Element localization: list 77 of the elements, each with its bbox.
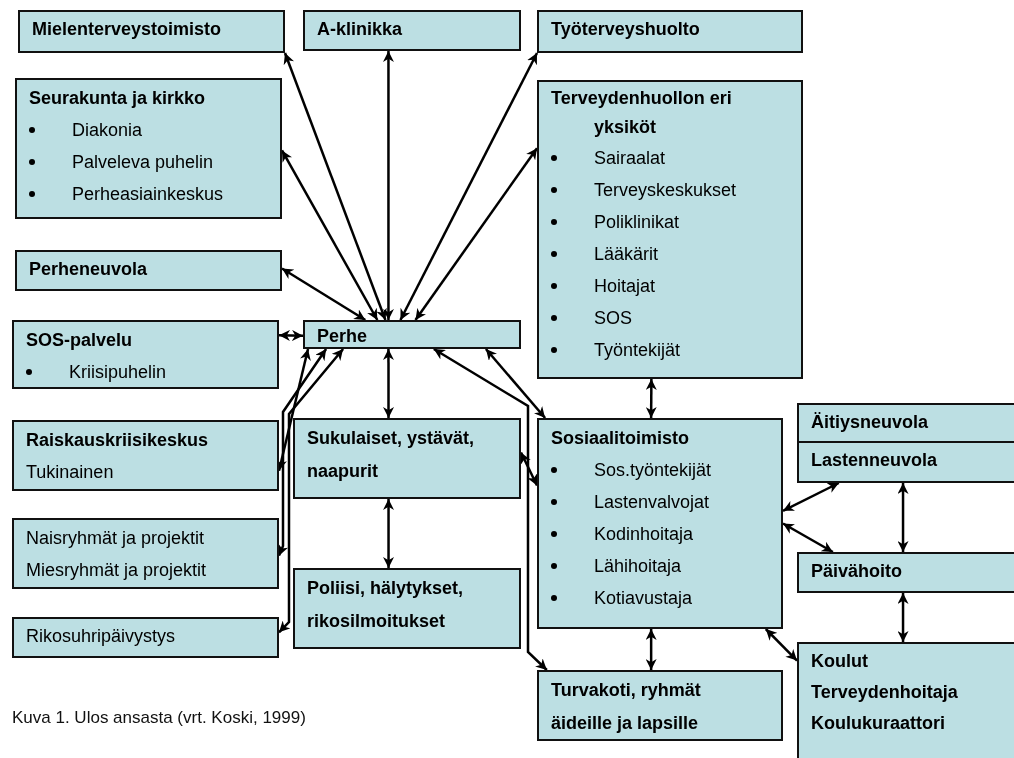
- list-item: Sos.työntekijät: [594, 459, 712, 482]
- list-item: Lääkärit: [594, 243, 659, 266]
- arrow: [278, 329, 304, 341]
- list-item: Poliklinikat: [594, 211, 680, 234]
- arrow: [484, 348, 547, 419]
- caption: Kuva 1. Ulos ansasta (vrt. Koski, 1999): [12, 708, 306, 728]
- box: [12, 617, 279, 658]
- box-title: Rikosuhripäivystys: [26, 625, 176, 648]
- arrow: [281, 267, 366, 322]
- box: [15, 250, 282, 291]
- box: [18, 10, 285, 53]
- box: [303, 10, 521, 51]
- list-item: Sairaalat: [594, 147, 666, 170]
- list-item: SOS: [594, 307, 632, 330]
- box: [797, 552, 1014, 593]
- list-item: Kodinhoitaja: [594, 523, 694, 546]
- list-item: Lastenvalvojat: [594, 491, 710, 514]
- arrow: [645, 379, 657, 418]
- list-item: Kriisipuhelin: [69, 361, 167, 384]
- box: [797, 642, 1014, 758]
- list-item: Diakonia: [72, 119, 143, 142]
- arrow: [414, 147, 539, 321]
- box-text: Tukinainen: [26, 461, 114, 484]
- box: [12, 518, 279, 589]
- box-title: Mielenterveystoimisto: [32, 18, 222, 41]
- arrow: [782, 522, 834, 554]
- arrow: [645, 629, 657, 670]
- list-item: Hoitajat: [594, 275, 656, 298]
- box-title: A-klinikka: [317, 18, 403, 41]
- list-item: Perheasiainkeskus: [72, 183, 224, 206]
- arrow: [897, 483, 909, 552]
- box-title: Raiskauskriisikeskus: [26, 429, 209, 452]
- box-title: Seurakunta ja kirkko: [29, 87, 206, 110]
- box: [537, 80, 803, 379]
- box-title: Koulut: [811, 650, 868, 673]
- box: [303, 320, 521, 349]
- arrow: [382, 349, 394, 418]
- box-title: Perhe: [317, 325, 368, 348]
- box-text: Koulukuraattori: [811, 712, 945, 735]
- list-item: Palveleva puhelin: [72, 151, 214, 174]
- box: [537, 670, 783, 741]
- box: [537, 418, 783, 629]
- box-title: Terveydenhuollon eri yksiköt: [551, 87, 733, 139]
- box: [537, 10, 803, 53]
- box: [293, 568, 521, 649]
- arrow: [383, 499, 395, 568]
- box-title: Sukulaiset, ystävät, naapurit: [307, 427, 476, 483]
- box-title: Sosiaalitoimisto: [551, 427, 690, 450]
- box: [293, 418, 521, 499]
- box: [12, 320, 279, 389]
- list-item: Kotiavustaja: [594, 587, 693, 610]
- list-item: Lähihoitaja: [594, 555, 682, 578]
- list-item: Terveyskeskukset: [594, 179, 737, 202]
- box: [797, 441, 1014, 483]
- arrow: [278, 348, 345, 634]
- arrow: [399, 52, 539, 321]
- box: [797, 403, 1014, 443]
- box-title: Päivähoito: [811, 560, 903, 583]
- box-title: Perheneuvola: [29, 258, 148, 281]
- arrow: [433, 347, 548, 671]
- list-item: Työntekijät: [594, 339, 681, 362]
- arrow: [764, 628, 798, 662]
- box-text: Miesryhmät ja projektit: [26, 559, 207, 582]
- box-text: Terveydenhoitaja: [811, 681, 958, 704]
- box-title: Naisryhmät ja projektit: [26, 527, 205, 550]
- box: [12, 420, 279, 491]
- box-title: Poliisi, hälytykset, rikosilmoitukset: [307, 577, 465, 633]
- arrow: [782, 481, 840, 512]
- box-title: Lastenneuvola: [811, 449, 938, 472]
- arrow: [382, 51, 394, 320]
- box-title: Äitiysneuvola: [811, 411, 929, 434]
- box-title: Työterveyshuolto: [551, 18, 700, 41]
- box: [15, 78, 282, 219]
- arrow: [897, 593, 909, 642]
- box-title: SOS-palvelu: [26, 329, 133, 352]
- arrow: [283, 52, 387, 321]
- box-title: Turvakoti, ryhmät äideille ja lapsille: [551, 679, 702, 735]
